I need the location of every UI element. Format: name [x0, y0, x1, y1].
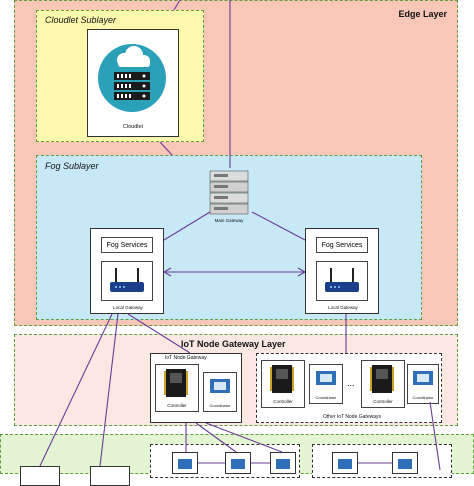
coordinator-label-2: Coordinator — [315, 395, 337, 400]
arrow-right-b — [297, 271, 306, 277]
iot-node-gateway-title: IoT Node Gateway — [165, 355, 207, 361]
xbee-icon — [316, 371, 336, 385]
router-box-right — [316, 261, 368, 301]
local-gateway-label-right: Local Gateway — [328, 305, 358, 310]
link-cloudlet-fog — [159, 141, 173, 156]
router-icon — [110, 268, 144, 292]
arrow-left-b — [163, 271, 172, 277]
sensor-icon — [276, 459, 290, 469]
cloudlet-sublayer-title: Cloudlet Sublayer — [45, 15, 117, 25]
cloudlet-sublayer: Cloudlet Sublayer — [36, 10, 204, 142]
cloudlet-icon — [98, 44, 166, 112]
link-main-left — [163, 211, 211, 241]
link-left-gw-iot — [127, 313, 191, 354]
sensor-icon — [398, 459, 412, 469]
link-top-left — [173, 0, 181, 11]
iot-node-gateway: IoT Node Gateway Controller Coordinator — [150, 353, 242, 423]
controller-label: Controller — [167, 403, 187, 408]
coordinator-box-2: Coordinator — [309, 364, 343, 404]
server-rack-icon — [209, 170, 249, 215]
other-iot-gateways: Controller Coordinator ... Controller Co… — [256, 353, 442, 423]
controller-box-3: Controller — [361, 360, 405, 408]
controller-box: Controller — [155, 364, 199, 412]
link-left-node-a — [39, 313, 113, 467]
main-gateway: Main Gateway — [206, 168, 252, 228]
sensor-icon — [178, 459, 192, 469]
fog-sublayer-title: Fog Sublayer — [45, 161, 99, 171]
controller-label-2: Controller — [273, 399, 293, 404]
board-icon — [370, 365, 394, 393]
fog-node-right: Fog Services Local Gateway — [305, 228, 379, 314]
router-box-left — [101, 261, 153, 301]
coordinator-box-3: Coordinator — [407, 364, 439, 404]
controller-label-3: Controller — [373, 399, 393, 404]
iot-gateway-layer-title: IoT Node Gateway Layer — [181, 339, 286, 349]
fog-services-left: Fog Services — [101, 237, 153, 253]
cloudlet-node: Cloudlet — [87, 29, 179, 137]
arrow-left-a — [163, 267, 172, 273]
sensor-icon — [231, 459, 245, 469]
ellipsis: ... — [347, 378, 355, 388]
link-coord-s2 — [195, 422, 237, 453]
link-other-down — [429, 401, 441, 471]
cloudlet-label: Cloudlet — [122, 124, 144, 130]
fog-node-left: Fog Services Local Gateway — [90, 228, 164, 314]
sensor-icon — [338, 459, 352, 469]
board-icon — [270, 365, 294, 393]
connection-lines — [39, 0, 441, 471]
main-gateway-label: Main Gateway — [214, 218, 244, 223]
link-left-node-b — [99, 313, 119, 467]
coordinator-label: Coordinator — [209, 403, 231, 408]
other-gateways-title: Other IoT Node Gateways — [323, 414, 381, 420]
edge-layer-title: Edge Layer — [398, 9, 447, 19]
fog-services-right: Fog Services — [316, 237, 368, 253]
router-icon — [325, 268, 359, 292]
board-icon — [164, 369, 188, 397]
controller-box-2: Controller — [261, 360, 305, 408]
link-coord-s3 — [205, 422, 283, 453]
xbee-icon — [413, 371, 433, 385]
coordinator-label-3: Coordinator — [412, 395, 434, 400]
xbee-icon — [210, 379, 230, 393]
arrow-right-a — [297, 267, 306, 273]
local-gateway-label-left: Local Gateway — [113, 305, 143, 310]
link-main-right — [251, 211, 306, 241]
coordinator-box: Coordinator — [203, 372, 237, 412]
